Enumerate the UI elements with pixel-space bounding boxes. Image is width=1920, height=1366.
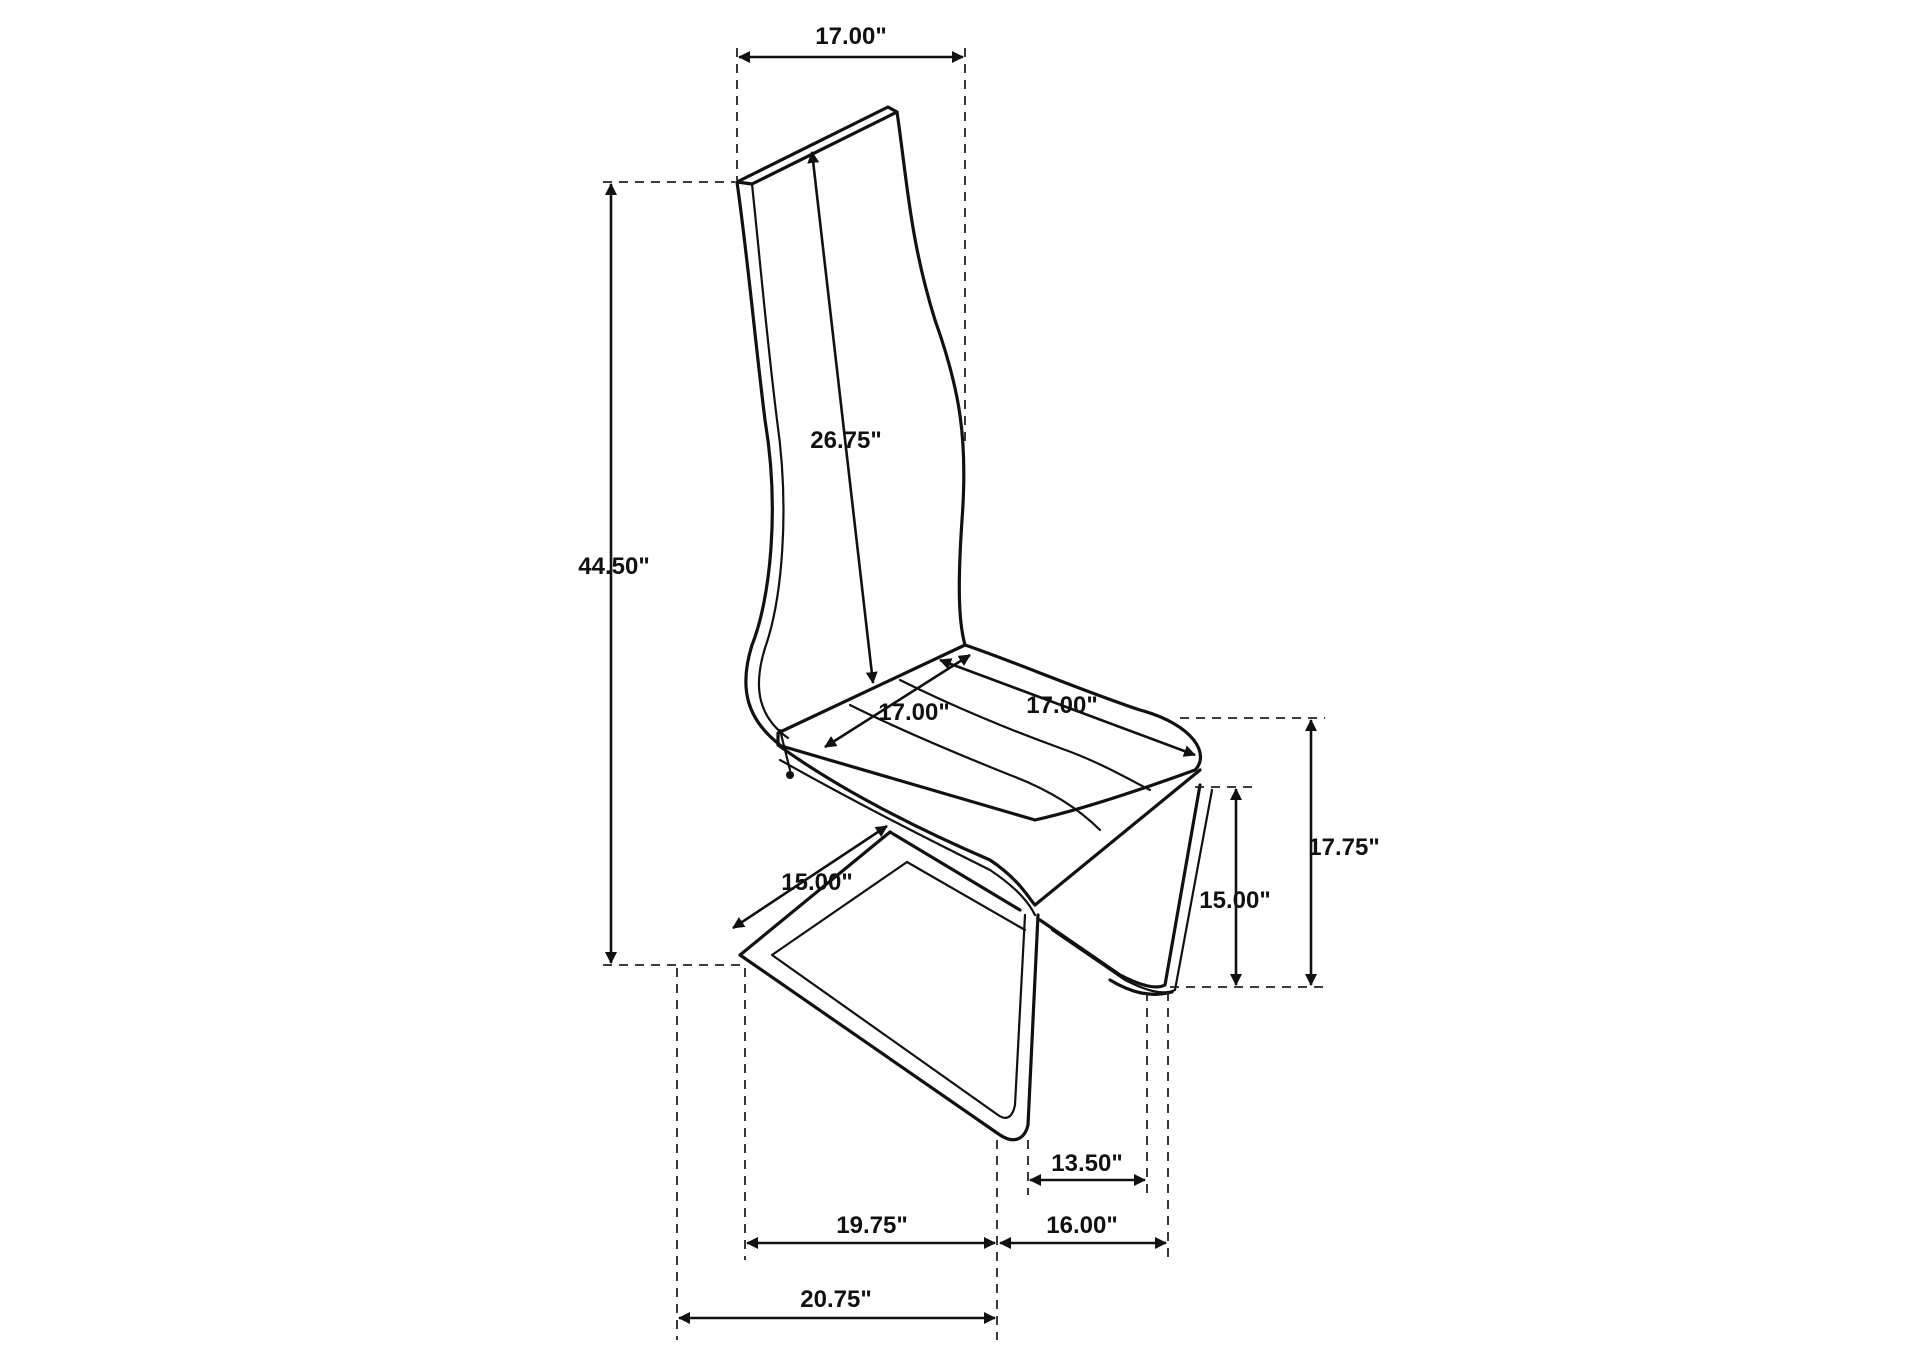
- chair-bolt: [786, 771, 794, 779]
- label-overall-height: 44.50": [578, 553, 649, 580]
- label-base-depth: 19.75": [836, 1212, 907, 1239]
- seat-front-face: [776, 743, 1202, 907]
- label-overall-depth: 20.75": [800, 1286, 871, 1313]
- chair-outline: [735, 105, 1214, 1142]
- seat-lower-edge: [778, 758, 1037, 917]
- base-diagonal-inner: [905, 860, 1027, 932]
- label-base-height: 15.00": [1199, 887, 1270, 914]
- label-back-width: 17.00": [815, 23, 886, 50]
- base-front-rail: [738, 830, 1040, 1142]
- dimension-arrows: [605, 51, 1317, 1324]
- base-front-rail-inner: [770, 860, 1027, 1119]
- backrest-left-edge: [735, 180, 782, 747]
- backrest-right-edge: [895, 110, 967, 647]
- base-rear-rail-inner: [1050, 788, 1214, 994]
- label-base-front-depth: 15.00": [781, 869, 852, 896]
- base-diagonal: [888, 830, 1022, 912]
- backrest-top-edge: [735, 105, 899, 186]
- base-front-depth-arrow: [732, 824, 888, 930]
- seat-depth-arrow: [939, 658, 1196, 757]
- seat-stripe-right: [898, 678, 1152, 792]
- label-base-rear-width: 16.00": [1046, 1212, 1117, 1239]
- base-rear-foot: [1108, 978, 1174, 996]
- backrest-left-inner-edge: [750, 182, 790, 740]
- backrest-height-arrow: [807, 151, 878, 684]
- extension-lines: [603, 48, 1325, 1340]
- base-rear-rail: [1038, 783, 1202, 989]
- dimension-labels: 17.00" 26.75" 44.50" 17.00" 17.00" 15.00…: [578, 23, 1379, 1313]
- label-seat-width: 17.00": [878, 699, 949, 726]
- label-rear-base-width: 13.50": [1051, 1150, 1122, 1177]
- label-backrest-height: 26.75": [810, 427, 881, 454]
- label-seat-height: 17.75": [1308, 834, 1379, 861]
- label-seat-depth: 17.00": [1026, 692, 1097, 719]
